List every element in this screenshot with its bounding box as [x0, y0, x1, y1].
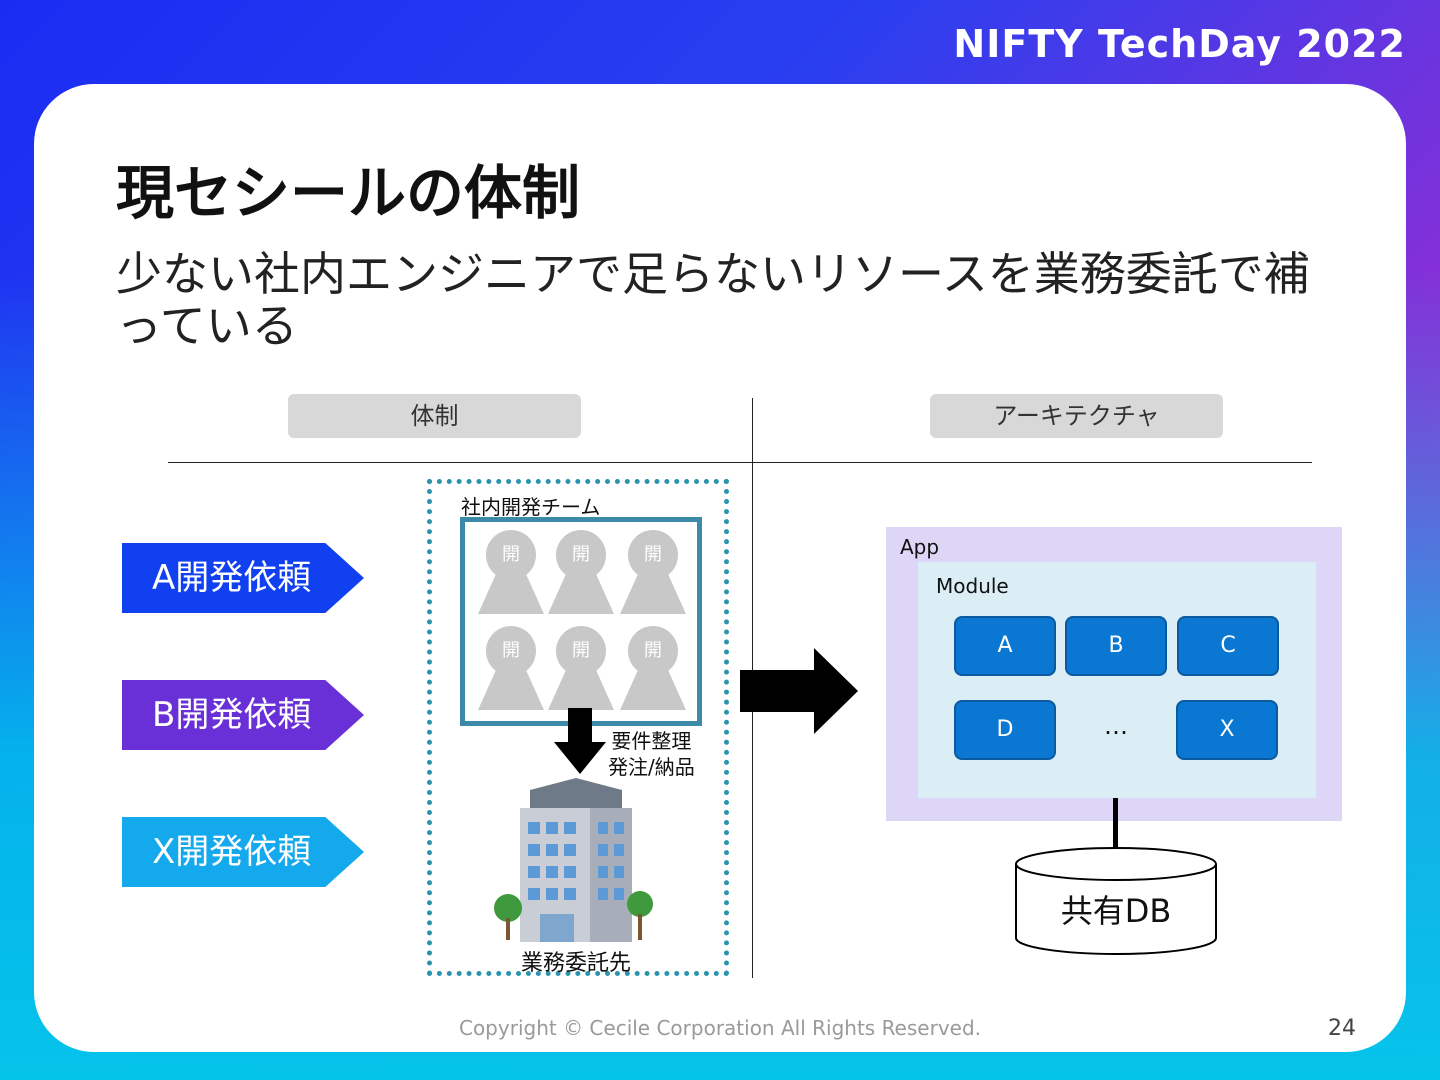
header-structure: 体制 [288, 394, 581, 438]
person-head: 開 [628, 626, 678, 676]
slide-title: 現セシールの体制 [116, 159, 581, 227]
person-icon: 開 [548, 530, 614, 614]
db-label: 共有DB [1060, 892, 1172, 930]
request-b: B開発依頼 [122, 680, 364, 750]
slide-subtitle: 少ない社内エンジニアで足らないリソースを業務委託で補っている [116, 247, 1310, 353]
person-body [548, 570, 614, 614]
request-x: X開発依頼 [122, 817, 364, 887]
module-ellipsis: … [1104, 712, 1128, 740]
person-body [478, 570, 544, 614]
team-label: 社内開発チーム [461, 495, 601, 519]
module-label: Module [936, 574, 1009, 598]
person-icon: 開 [478, 530, 544, 614]
office-building-icon [494, 778, 653, 942]
module-c: C [1177, 616, 1279, 676]
person-icon: 開 [548, 626, 614, 710]
database-icon [1015, 847, 1217, 955]
order-label: 要件整理 発注/納品 [608, 728, 695, 780]
module-a: A [954, 616, 1056, 676]
vendor-label: 業務委託先 [521, 951, 632, 976]
person-body [478, 666, 544, 710]
module-b: B [1065, 616, 1167, 676]
divider-horizontal [168, 462, 1312, 463]
module-d: D [954, 700, 1056, 760]
organization-boundary [427, 479, 729, 976]
right-arrow-icon [740, 648, 858, 734]
request-a: A開発依頼 [122, 543, 364, 613]
module-x: X [1176, 700, 1278, 760]
person-head: 開 [486, 530, 536, 580]
person-body [620, 666, 686, 710]
footer-copyright: Copyright © Cecile Corporation All Right… [458, 1016, 982, 1040]
person-body [548, 666, 614, 710]
app-label: App [900, 535, 940, 559]
order-label-line1: 要件整理 [611, 729, 692, 753]
down-arrow-icon [554, 708, 606, 774]
person-icon: 開 [478, 626, 544, 710]
page-number: 24 [1328, 1016, 1356, 1041]
db-connector [1113, 798, 1118, 848]
brand-logo: NIFTY TechDay 2022 [953, 22, 1406, 66]
person-body [620, 570, 686, 614]
header-architecture: アーキテクチャ [930, 394, 1223, 438]
person-icon: 開 [620, 626, 686, 710]
order-label-line2: 発注/納品 [608, 755, 695, 779]
person-icon: 開 [620, 530, 686, 614]
